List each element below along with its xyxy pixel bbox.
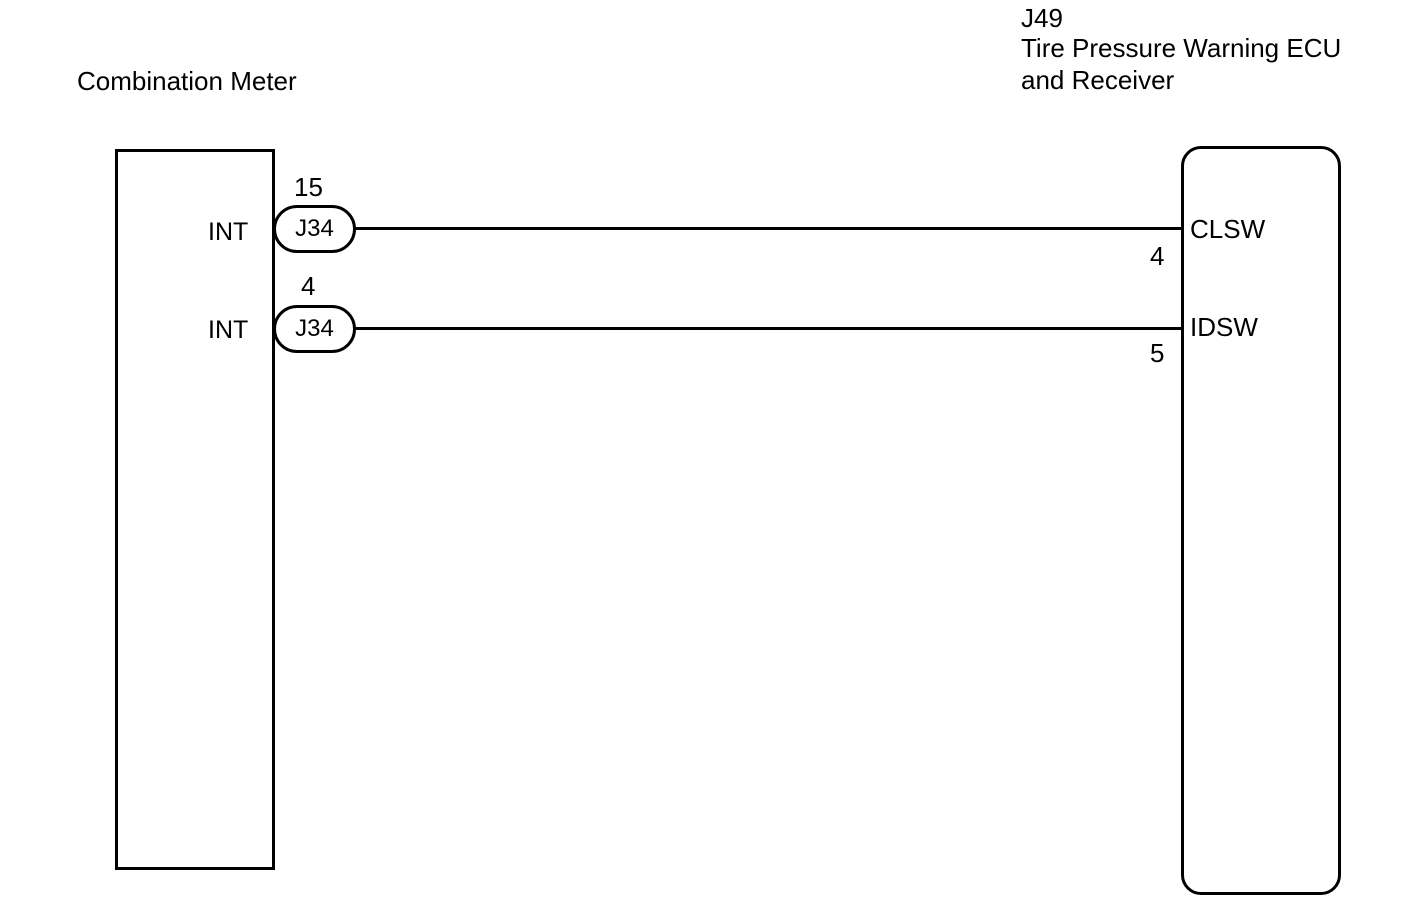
ecu-title-line1: Tire Pressure Warning ECU	[1021, 33, 1342, 63]
ecu-code: J49	[1021, 3, 1063, 33]
combination-meter-title: Combination Meter	[77, 66, 297, 96]
ecu-pin-idsw-number: 5	[1150, 338, 1165, 368]
connector-j34-pin-4: J34	[273, 305, 356, 353]
ecu-pin-clsw-number: 4	[1150, 241, 1165, 271]
ecu-pin-clsw-label: CLSW	[1190, 214, 1266, 244]
wire-int-to-idsw	[354, 327, 1183, 330]
connector-j34-pin-15: J34	[273, 205, 356, 253]
combination-meter-pin-int-2: INT	[208, 316, 249, 344]
connector-1-pin-number: 15	[294, 172, 323, 202]
wire-int-to-clsw	[354, 227, 1183, 230]
connector-2-pin-number: 4	[301, 271, 316, 301]
combination-meter-pin-int-1: INT	[208, 218, 249, 246]
ecu-box	[1181, 146, 1341, 895]
ecu-pin-idsw-label: IDSW	[1190, 312, 1258, 342]
combination-meter-box	[115, 149, 275, 870]
ecu-title-line2: and Receiver	[1021, 65, 1175, 95]
